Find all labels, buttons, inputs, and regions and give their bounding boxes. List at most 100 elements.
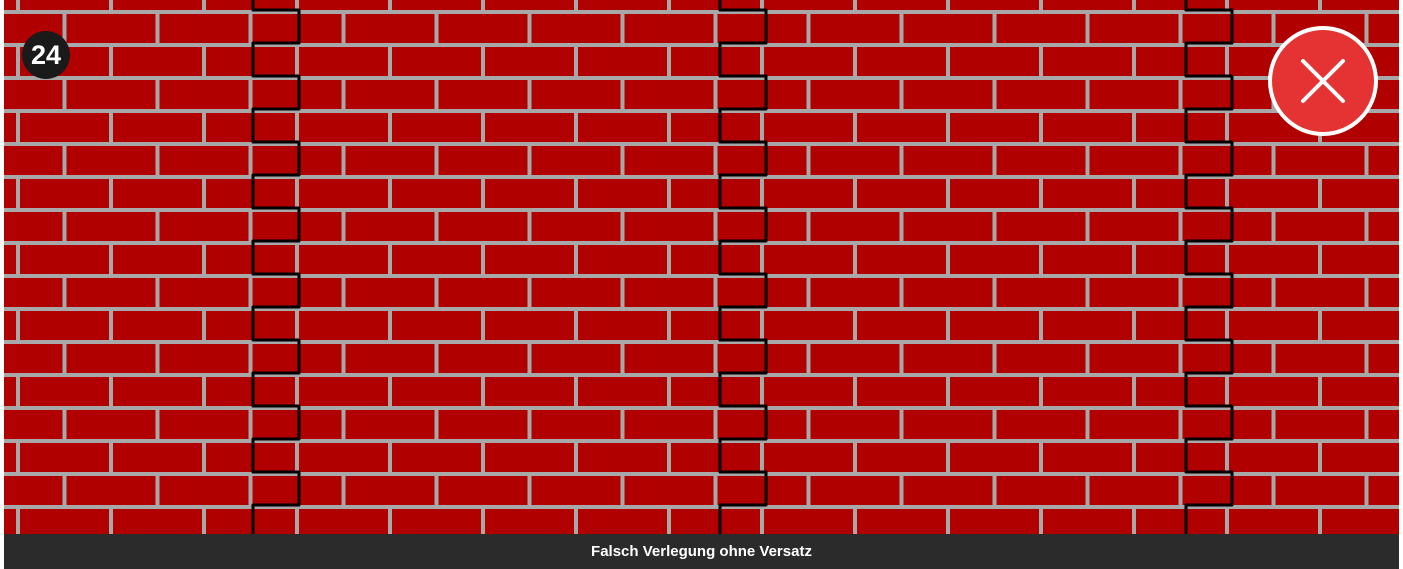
- brick: [1322, 0, 1399, 10]
- brick: [67, 80, 156, 109]
- brick: [253, 212, 342, 241]
- brick: [1229, 311, 1318, 340]
- brick: [532, 80, 621, 109]
- brick: [671, 311, 760, 340]
- brick: [578, 443, 667, 472]
- brick: [997, 80, 1086, 109]
- brick: [718, 344, 807, 373]
- brick: [4, 377, 16, 406]
- brick: [206, 509, 295, 534]
- brick: [764, 113, 853, 142]
- brick: [857, 179, 946, 208]
- brick: [160, 14, 249, 43]
- caption-bar: Falsch Verlegung ohne Versatz: [4, 534, 1399, 569]
- brick: [392, 311, 481, 340]
- brick: [346, 410, 435, 439]
- brick: [1090, 476, 1179, 505]
- brick: [1229, 377, 1318, 406]
- brick: [4, 443, 16, 472]
- brick: [113, 0, 202, 10]
- brick: [392, 509, 481, 534]
- brick: [671, 179, 760, 208]
- brick: [578, 179, 667, 208]
- brick: [997, 14, 1086, 43]
- brick: [20, 377, 109, 406]
- brick: [764, 245, 853, 274]
- brick: [113, 377, 202, 406]
- brick: [904, 278, 993, 307]
- brick: [4, 179, 16, 208]
- brick: [160, 476, 249, 505]
- brick: [1183, 344, 1272, 373]
- brick: [904, 146, 993, 175]
- brick: [625, 80, 714, 109]
- brick: [4, 410, 63, 439]
- brick: [950, 443, 1039, 472]
- brick: [299, 113, 388, 142]
- brick: [532, 14, 621, 43]
- brick: [299, 443, 388, 472]
- brick: [950, 0, 1039, 10]
- brick: [625, 212, 714, 241]
- brick: [20, 245, 109, 274]
- brick: [1043, 509, 1132, 534]
- brick: [1183, 410, 1272, 439]
- brick: [1043, 113, 1132, 142]
- brick: [857, 311, 946, 340]
- brick: [1369, 146, 1400, 175]
- brick: [346, 146, 435, 175]
- brick: [253, 146, 342, 175]
- brick: [485, 245, 574, 274]
- brick: [857, 47, 946, 76]
- brick: [578, 0, 667, 10]
- brick: [160, 344, 249, 373]
- brick: [113, 443, 202, 472]
- brick: [113, 509, 202, 534]
- brick: [1369, 410, 1400, 439]
- brick: [4, 113, 16, 142]
- brick: [997, 212, 1086, 241]
- brick: [718, 410, 807, 439]
- brick: [811, 278, 900, 307]
- brick: [671, 47, 760, 76]
- brick: [253, 476, 342, 505]
- brick: [346, 476, 435, 505]
- brick: [299, 509, 388, 534]
- brick: [997, 476, 1086, 505]
- number-badge: 24: [22, 31, 70, 79]
- brick: [857, 245, 946, 274]
- brick: [299, 47, 388, 76]
- brick: [904, 476, 993, 505]
- brick: [1090, 344, 1179, 373]
- brick: [439, 14, 528, 43]
- brick: [392, 179, 481, 208]
- brick: [1090, 146, 1179, 175]
- brick: [671, 443, 760, 472]
- brick: [1183, 476, 1272, 505]
- brick: [950, 245, 1039, 274]
- brick: [904, 410, 993, 439]
- brick: [113, 245, 202, 274]
- badge-number: 24: [31, 40, 61, 71]
- brick: [4, 47, 16, 76]
- brick: [253, 278, 342, 307]
- brick: [299, 311, 388, 340]
- brick: [206, 113, 295, 142]
- brick: [1322, 443, 1399, 472]
- brick: [1183, 14, 1272, 43]
- brick: [206, 311, 295, 340]
- brick: [950, 377, 1039, 406]
- brick: [485, 0, 574, 10]
- brick: [718, 278, 807, 307]
- brick: [299, 245, 388, 274]
- brick: [1369, 212, 1400, 241]
- brick: [206, 179, 295, 208]
- brick: [485, 377, 574, 406]
- brick: [1090, 278, 1179, 307]
- brick: [671, 245, 760, 274]
- brick: [1136, 311, 1225, 340]
- brick: [1136, 509, 1225, 534]
- brick: [299, 0, 388, 10]
